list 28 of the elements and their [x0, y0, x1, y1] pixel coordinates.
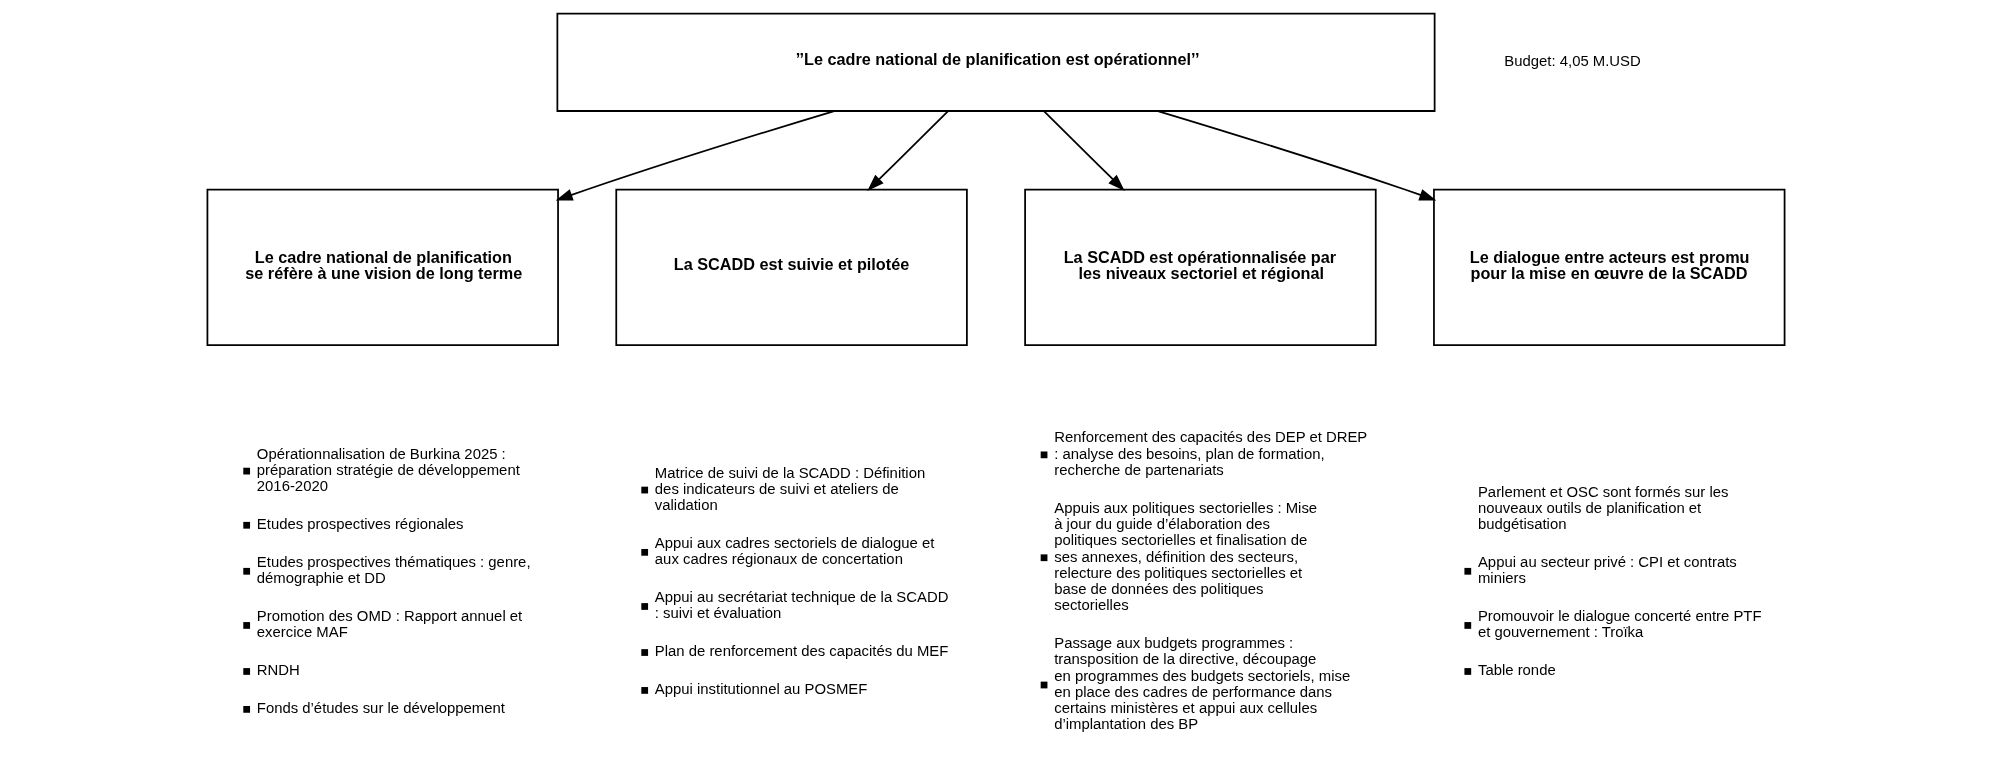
node-label: Appuis aux politiques sectorielles : Mise à jour du guide d’élaboration des politiques sectorielles et finalisation de ses annexes, définition des secteurs, relecture des politiques sectorielles et base de données des politiques sectorielles [1053, 499, 1317, 614]
node-box: ’’Le cadre national de planification est opérationnel’’ [556, 12, 1435, 112]
node-label: Plan de renforcement des capacités du MEF [654, 643, 948, 660]
node-box: Le cadre national de planification se réfère à une vision de long terme [206, 188, 559, 347]
node-label: Promouvoir le dialogue concerté entre PTF et gouvernement : Troïka [1477, 608, 1762, 641]
node-label: Etudes prospectives thématiques : genre, démographie et DD [256, 553, 531, 587]
node-label: Parlement et OSC sont formés sur les nouveaux outils de planification et budgétisation [1477, 483, 1728, 533]
node-label: Promotion des OMD : Rapport annuel et exercice MAF [256, 608, 522, 641]
node-box: La SCADD est suivie et pilotée [614, 188, 968, 347]
node-label: RNDH [256, 662, 300, 679]
node-label: Appui institutionnel au POSMEF [654, 681, 867, 698]
node-label: Appui aux cadres sectoriels de dialogue et aux cadres régionaux de concertation [654, 535, 934, 568]
node-label: Etudes prospectives régionales [256, 516, 464, 533]
node-label: Renforcement des capacités des DEP et DREP : analyse des besoins, plan de formation, recherche de partenariats [1053, 429, 1367, 478]
node-label: Fonds d’études sur le développement [256, 700, 505, 717]
label: Budget: 4,05 M.USD [1503, 53, 1641, 70]
node-label: Table ronde [1477, 662, 1556, 679]
node-box: Le dialogue entre acteurs est promu pour la mise en œuvre de la SCADD [1432, 188, 1785, 347]
node-label: Matrice de suivi de la SCADD : Définition des indicateurs de suivi et ateliers de validation [654, 464, 925, 514]
arrow [866, 110, 949, 192]
node-label: Appui au secrétariat technique de la SCADD : suivi et évaluation [654, 589, 948, 622]
node-label: Passage aux budgets programmes : transposition de la directive, découpage en programmes des budgets sectoriels, mise en place des cadres de performance dans certains ministères et appui aux cellules d’implantation des BP [1053, 635, 1350, 733]
arrow [1042, 110, 1125, 192]
arrow [1156, 110, 1436, 201]
node-label: Opérationnalisation de Burkina 2025 : préparation stratégie de développement 2016-2020 [256, 445, 520, 495]
node-box: La SCADD est opérationnalisée par les niveaux sectoriel et régional [1023, 188, 1377, 347]
node-label: Appui au secteur privé : CPI et contrats miniers [1477, 553, 1737, 587]
arrow [555, 110, 835, 201]
